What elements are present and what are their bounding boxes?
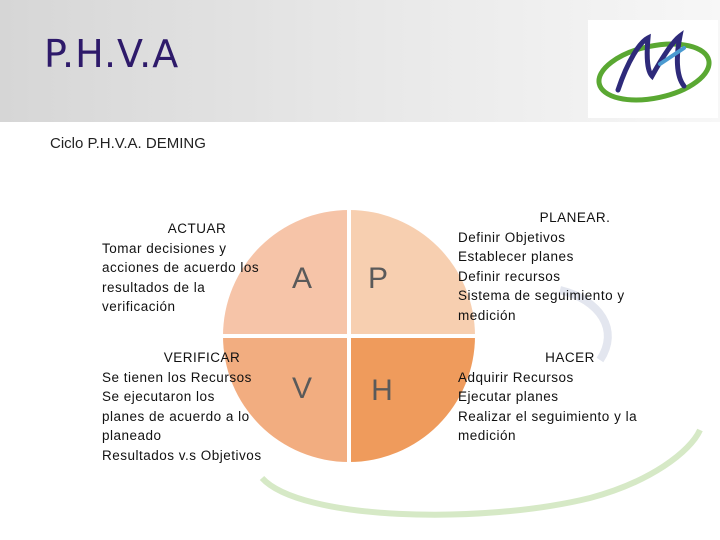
- letter-p: P: [367, 262, 388, 295]
- quadrant-planear: [349, 210, 475, 336]
- verificar-line: planeado: [102, 428, 162, 444]
- planear-line: Definir recursos: [458, 268, 561, 284]
- actuar-line: resultados de la: [102, 279, 206, 295]
- actuar-line: verificación: [102, 299, 176, 315]
- verificar-line: Resultados v.s Objetivos: [102, 447, 262, 463]
- planear-line: Establecer planes: [458, 249, 574, 265]
- m-logo-icon: [596, 30, 712, 103]
- actuar-heading: ACTUAR: [167, 221, 227, 236]
- hacer-heading: HACER: [545, 350, 595, 365]
- letter-v: V: [291, 372, 312, 405]
- letter-h: H: [371, 374, 393, 407]
- planear-heading: PLANEAR.: [539, 210, 611, 225]
- planear-line: Definir Objetivos: [458, 229, 566, 245]
- hacer-line: Ejecutar planes: [458, 389, 559, 405]
- verificar-text: VERIFICAR Se tienen los Recursos Se ejec…: [102, 348, 302, 466]
- quadrant-actuar: [223, 210, 349, 336]
- hacer-line: Realizar el seguimiento y la: [458, 408, 638, 424]
- quadrant-verificar: [223, 336, 349, 462]
- planear-text: PLANEAR. Definir Objetivos Establecer pl…: [458, 208, 692, 326]
- planear-line: medición: [458, 307, 517, 323]
- page-title: P.H.V.A: [44, 32, 180, 76]
- verificar-line: Se ejecutaron los: [102, 389, 215, 405]
- actuar-line: Tomar decisiones y: [102, 240, 227, 256]
- verificar-heading: VERIFICAR: [163, 350, 241, 365]
- actuar-line: acciones de acuerdo los: [102, 260, 260, 276]
- verificar-line: planes de acuerdo a lo: [102, 408, 250, 424]
- verificar-line: Se tienen los Recursos: [102, 369, 252, 385]
- logo: [588, 20, 718, 118]
- diagram-subtitle: Ciclo P.H.V.A. DEMING: [50, 135, 206, 152]
- hacer-line: medición: [458, 428, 517, 444]
- actuar-text: ACTUAR Tomar decisiones y acciones de ac…: [102, 219, 292, 317]
- hacer-line: Adquirir Recursos: [458, 369, 574, 385]
- quadrant-hacer: [349, 336, 475, 462]
- letter-a: A: [291, 262, 312, 295]
- hacer-text: HACER Adquirir Recursos Ejecutar planes …: [458, 348, 682, 446]
- planear-line: Sistema de seguimiento y: [458, 288, 625, 304]
